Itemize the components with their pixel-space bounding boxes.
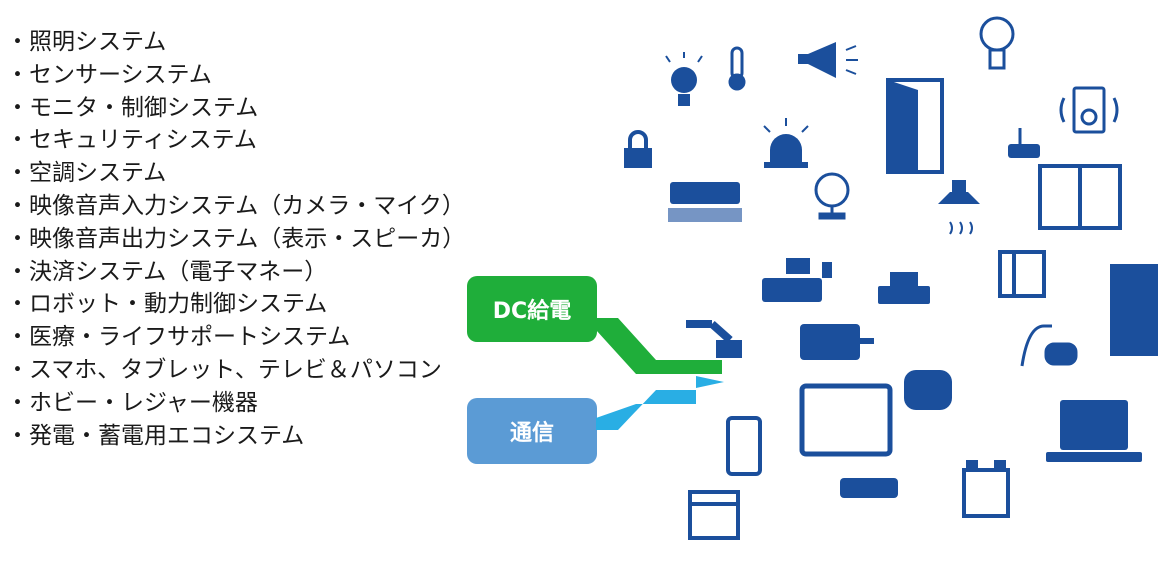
laptop-icon [1046, 400, 1142, 462]
system-item: ・ホビー・レジャー機器 [6, 389, 258, 416]
smartphone-icon [726, 416, 762, 476]
system-item: ・空調システム [6, 160, 167, 187]
system-item: ・発電・蓄電用エコシステム [6, 422, 305, 449]
alarm-light-icon [763, 118, 809, 168]
comm-arrow [596, 376, 724, 430]
communication-label: 通信 [467, 398, 597, 464]
printer-icon [878, 272, 930, 304]
light-bulb-icon [665, 52, 703, 106]
security-camera-icon [1008, 128, 1040, 158]
padlock-icon [624, 130, 652, 168]
dc-arrow [596, 318, 722, 374]
telephone-icon [998, 250, 1046, 298]
system-item: ・医療・ライフサポートシステム [6, 324, 351, 351]
dc-power-label: DC給電 [467, 276, 597, 342]
window-icon [1038, 164, 1122, 230]
system-item: ・スマホ、タブレット、テレビ＆パソコン [6, 356, 442, 383]
electric-fan-icon [814, 172, 850, 220]
battery-icon [962, 460, 1010, 518]
system-list: ・照明システム ・センサーシステム ・モニタ・制御システム ・セキュリティシステ… [6, 26, 465, 452]
system-item: ・映像音声入力システム（カメラ・マイク） [6, 192, 465, 219]
system-item: ・決済システム（電子マネー） [6, 258, 328, 285]
power-storage-icon [688, 490, 740, 540]
air-conditioner-icon [668, 182, 742, 222]
speaker-horn-icon [798, 42, 858, 78]
motor-icon [800, 324, 874, 360]
rice-cooker-icon [904, 370, 952, 410]
door-icon [886, 78, 944, 174]
cash-register-icon [762, 258, 832, 302]
system-item: ・ロボット・動力制御システム [6, 291, 328, 318]
merge-arrows [596, 318, 724, 430]
stereo-speaker-icon [1059, 86, 1119, 134]
system-item: ・センサーシステム [6, 61, 212, 88]
tablet-icon [799, 383, 893, 457]
system-item: ・セキュリティシステム [6, 127, 257, 154]
robot-arm-icon [686, 320, 742, 358]
thermometer-icon [728, 46, 746, 91]
led-bulb-icon [979, 16, 1015, 70]
refrigerator-icon [1110, 264, 1158, 356]
vacuum-cleaner-icon [1020, 324, 1078, 367]
system-item: ・映像音声出力システム（表示・スピーカ） [6, 225, 466, 252]
router-icon [840, 478, 898, 498]
system-item: ・照明システム [6, 29, 167, 55]
system-item: ・モニタ・制御システム [6, 94, 259, 121]
range-hood-icon [938, 180, 980, 235]
